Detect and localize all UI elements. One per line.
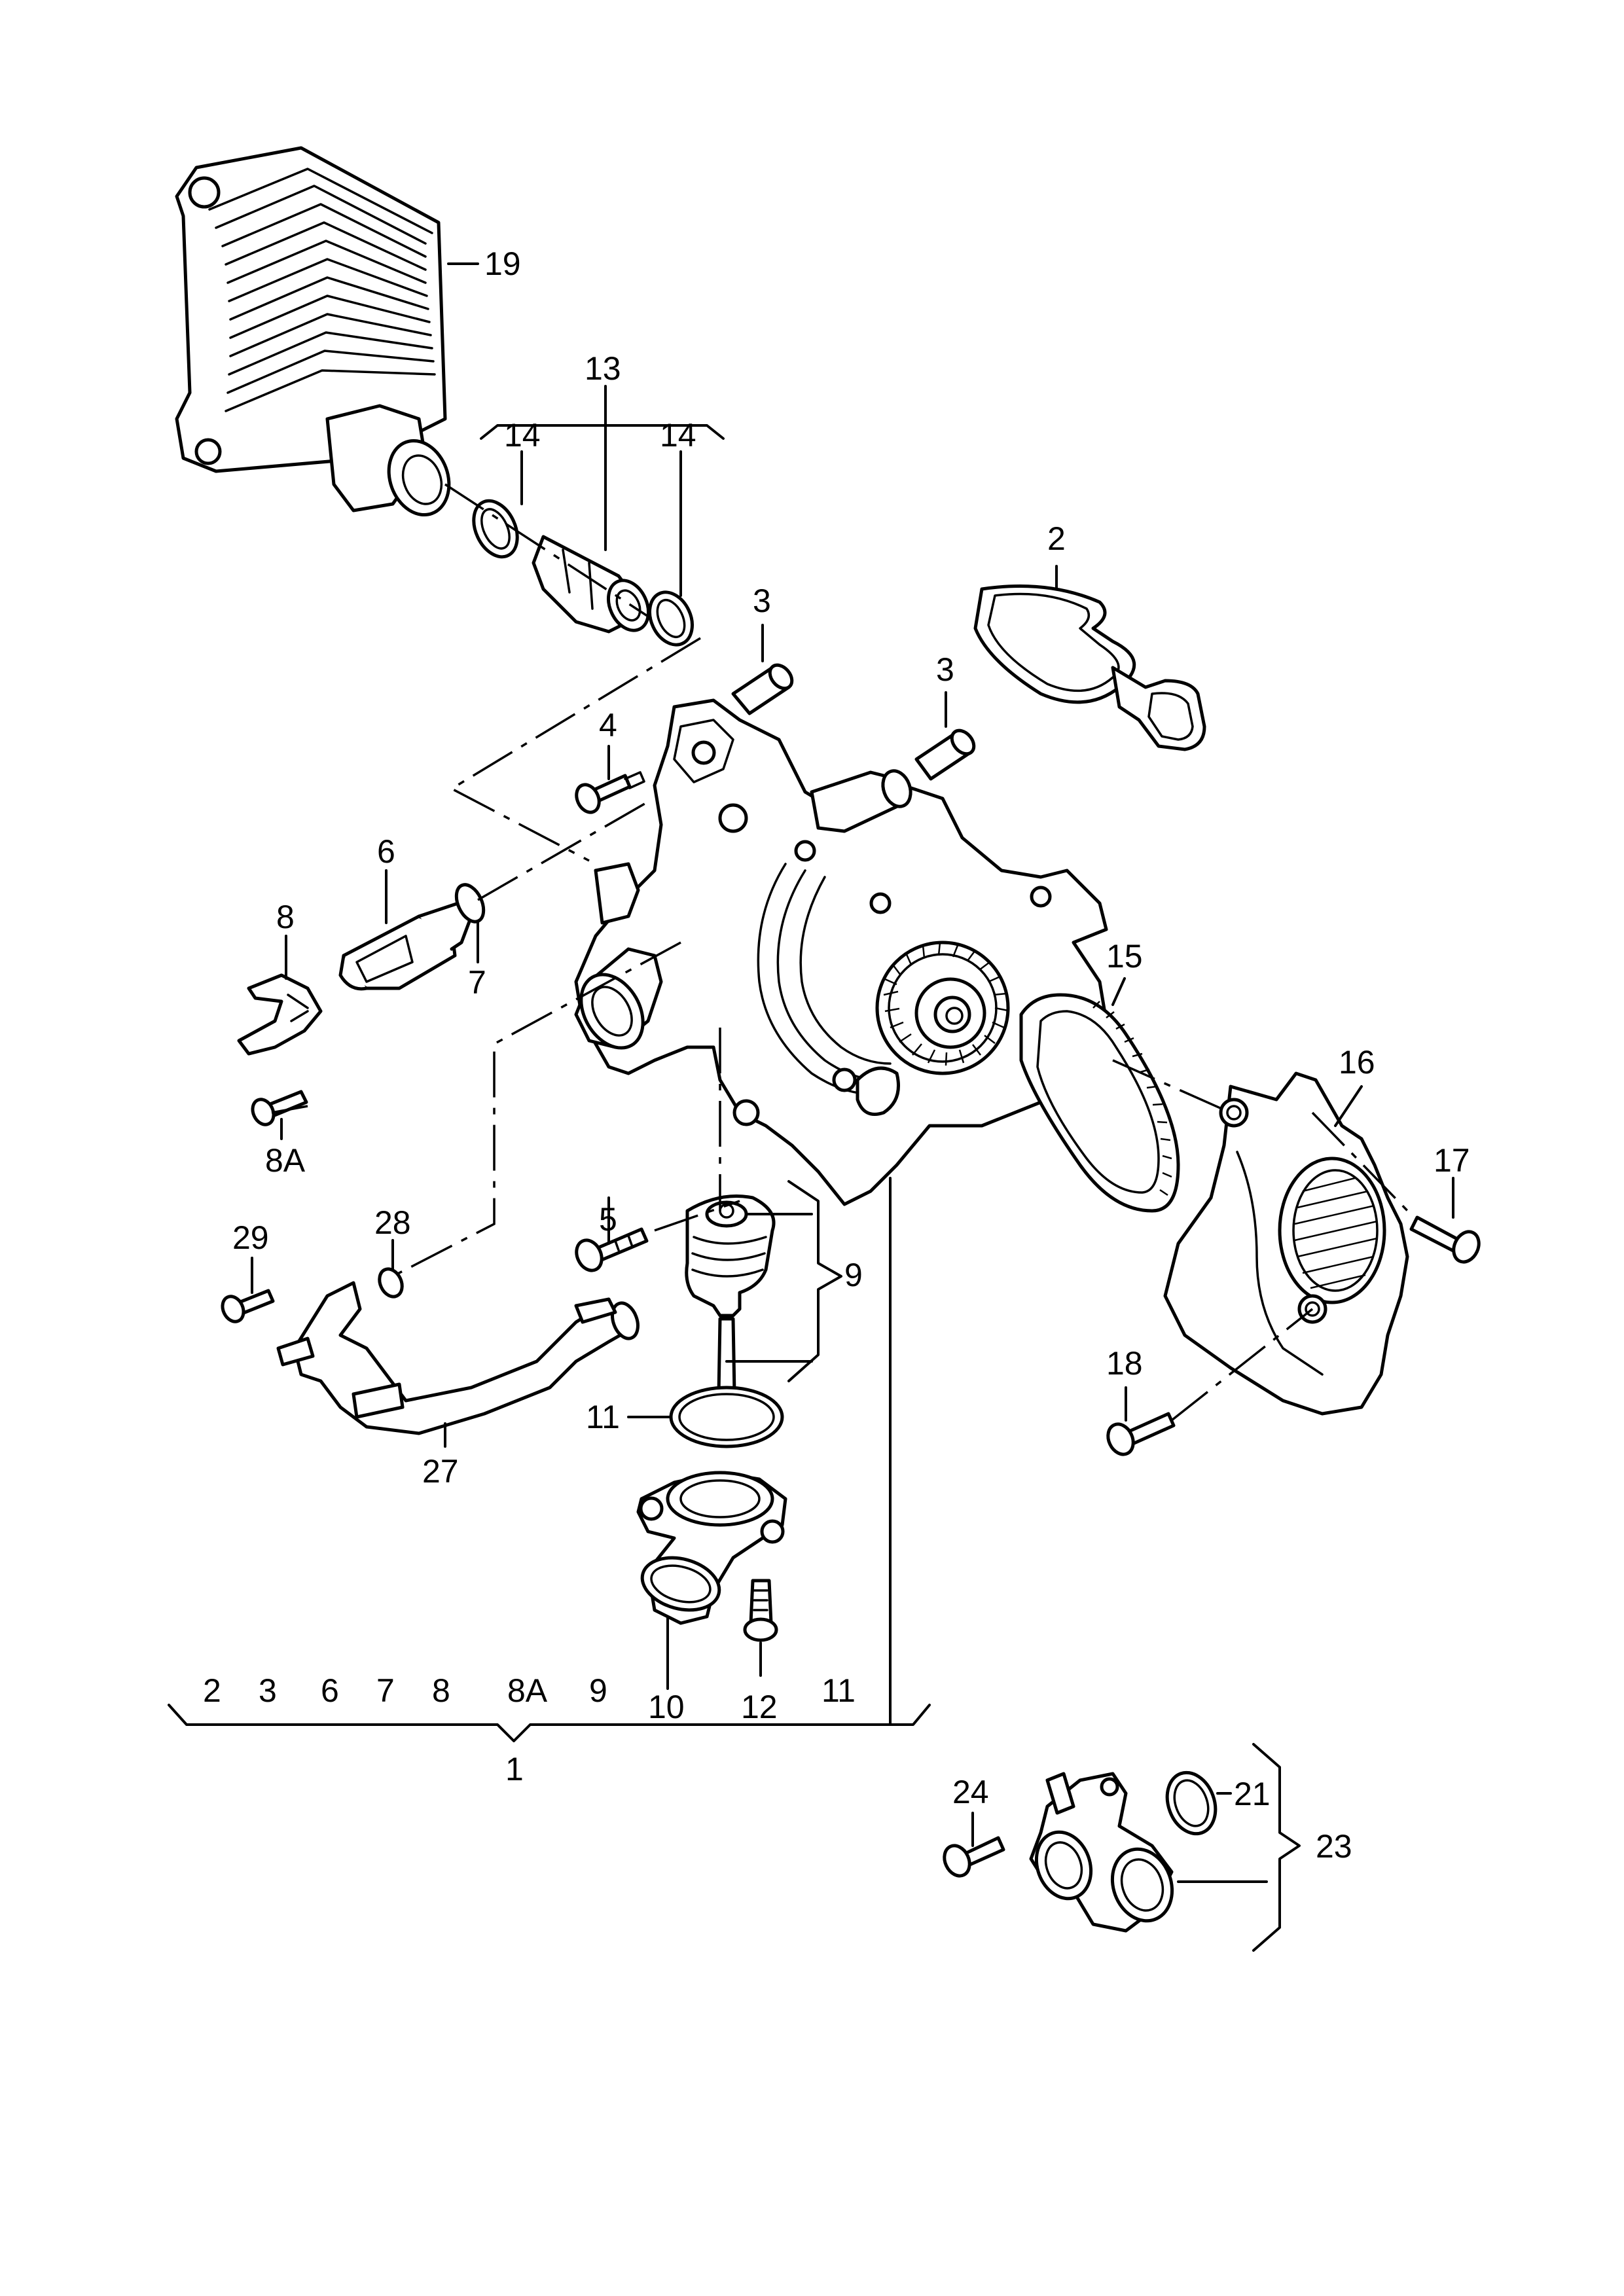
kit-item: 3 — [259, 1672, 277, 1709]
o-ring-part-28 — [378, 1267, 404, 1299]
temperature-sender-part-6 — [338, 901, 473, 991]
kit-item: 11 — [821, 1672, 856, 1709]
callout-7: 7 — [468, 964, 486, 1001]
callouts: 19 13 14 14 2 3 3 4 6 7 8 8A 15 16 17 5 … — [232, 245, 1470, 1865]
belt-guard-part-16 — [1163, 1071, 1409, 1416]
o-ring-part-21 — [1165, 1770, 1218, 1836]
kit-item: 8A — [507, 1672, 548, 1709]
callout-23: 23 — [1316, 1828, 1352, 1865]
kit-1-item-list: 2 3 6 7 8 8A 9 10 12 11 — [203, 1672, 856, 1709]
kit-item: 9 — [589, 1672, 607, 1709]
retaining-clip-part-8 — [237, 973, 323, 1056]
kit-item: 6 — [321, 1672, 339, 1709]
callout-27: 27 — [422, 1453, 459, 1490]
callout-6: 6 — [377, 833, 395, 870]
kit-item: 2 — [203, 1672, 221, 1709]
coolant-connection-part-10 — [636, 1471, 787, 1625]
bolt-part-4 — [575, 771, 645, 814]
callout-10: 10 — [648, 1689, 685, 1725]
callout-8a: 8A — [265, 1142, 306, 1179]
callout-18: 18 — [1106, 1345, 1143, 1382]
callout-16: 16 — [1339, 1044, 1375, 1081]
callout-29: 29 — [232, 1219, 269, 1256]
thermostat-part-9 — [685, 1194, 776, 1396]
kit-item: 7 — [376, 1672, 395, 1709]
callout-5: 5 — [599, 1201, 617, 1238]
kit-item: 8 — [432, 1672, 450, 1709]
dowel-sleeve-part-3b — [914, 728, 976, 781]
callout-28: 28 — [374, 1204, 411, 1241]
oil-cooler-part-19 — [175, 146, 451, 517]
bolt-part-29 — [221, 1289, 275, 1323]
bolt-part-12 — [743, 1579, 778, 1642]
callout-3-upper: 3 — [753, 583, 771, 619]
callout-9: 9 — [844, 1257, 863, 1293]
bolt-part-18 — [1106, 1412, 1176, 1456]
bolt-part-24 — [943, 1836, 1005, 1878]
callout-17: 17 — [1434, 1142, 1470, 1179]
toothed-belt-part-15 — [1019, 993, 1180, 1213]
callout-21: 21 — [1234, 1776, 1271, 1812]
gasket-part-2 — [973, 584, 1206, 751]
callout-4: 4 — [599, 707, 617, 744]
callout-11: 11 — [586, 1399, 620, 1435]
callout-2: 2 — [1047, 520, 1066, 557]
coolant-flange-part-23 — [1029, 1772, 1174, 1933]
callout-12: 12 — [741, 1689, 778, 1725]
callout-8: 8 — [276, 899, 295, 935]
callout-13: 13 — [585, 350, 621, 387]
bolt-part-17 — [1409, 1215, 1481, 1264]
callout-19: 19 — [484, 245, 521, 282]
callout-3-right: 3 — [936, 651, 954, 688]
coolant-pipe-part-27 — [276, 1281, 640, 1435]
callout-14-right: 14 — [660, 417, 696, 454]
o-ring-part-11 — [669, 1386, 784, 1448]
connecting-pipe-part-13 — [472, 499, 694, 647]
bolt-part-8a — [251, 1090, 308, 1126]
water-pump-housing — [574, 698, 1108, 1206]
callout-1: 1 — [505, 1751, 524, 1787]
bolt-part-5 — [575, 1227, 649, 1272]
assembly-axes — [271, 483, 1415, 1422]
callout-15: 15 — [1106, 938, 1143, 975]
leader-lines — [168, 262, 1454, 1952]
callout-24: 24 — [952, 1774, 989, 1810]
dowel-sleeve-part-3a — [731, 663, 794, 715]
callout-14-left: 14 — [504, 417, 541, 454]
